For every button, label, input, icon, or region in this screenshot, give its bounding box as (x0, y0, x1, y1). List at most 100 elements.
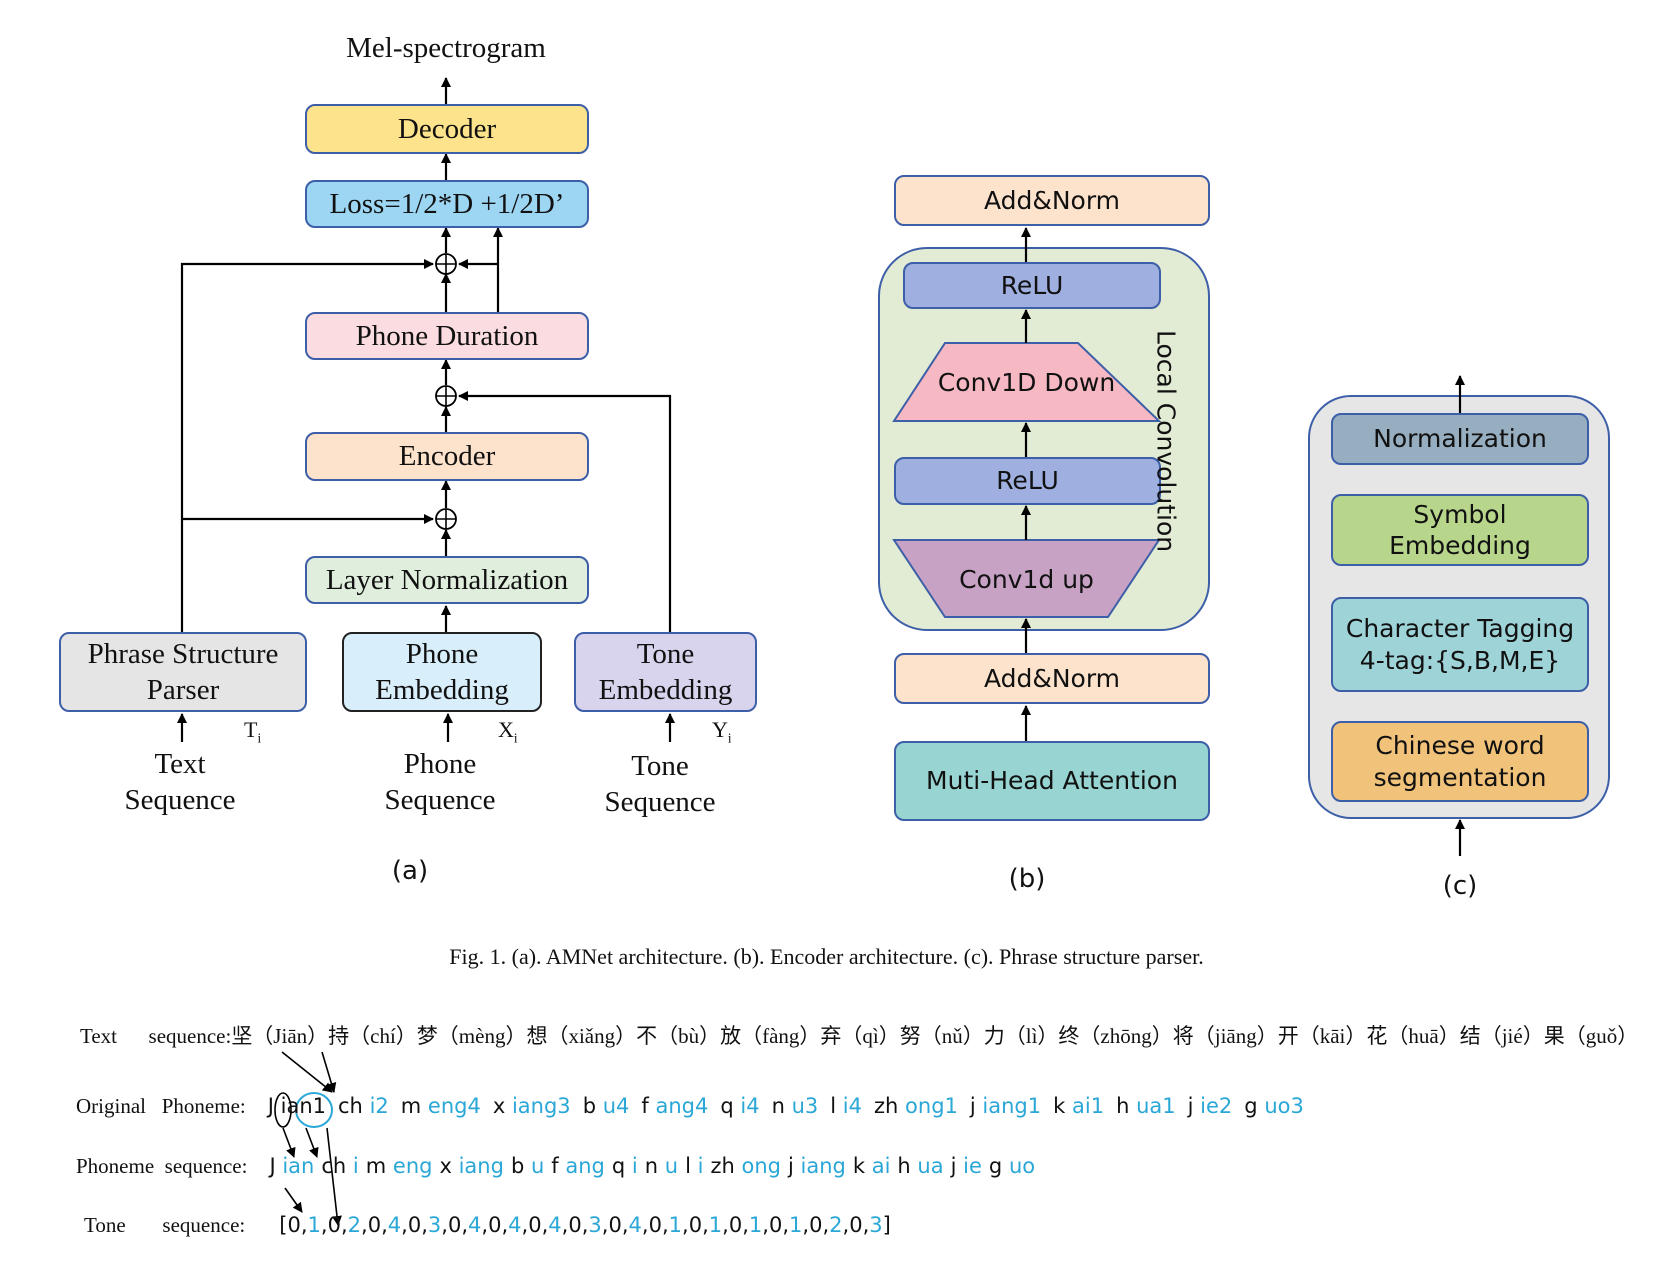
phoneme-token: l i (685, 1154, 703, 1178)
tone-sequence-label: Tone Sequence (570, 748, 750, 821)
phone-embedding-line-2: Embedding (375, 674, 509, 706)
tone-value: 4 (628, 1213, 642, 1237)
initial-part: j (950, 1154, 957, 1178)
initial-part: h (1116, 1094, 1130, 1118)
add-norm-bottom-block: Add&Norm (894, 653, 1210, 704)
final-part: iang3 (511, 1094, 571, 1118)
initial-part: l (830, 1094, 837, 1118)
symbol-embedding-line-1: Symbol (1413, 499, 1507, 529)
initial-part: l (685, 1154, 691, 1178)
comma: , (661, 1213, 669, 1237)
tone-value: 0 (488, 1213, 502, 1237)
tone-value: 2 (829, 1213, 843, 1237)
final-part: u (530, 1154, 545, 1178)
tone-value: 3 (427, 1213, 442, 1237)
final-part: ian (280, 1094, 313, 1118)
final-part: ian (282, 1154, 315, 1178)
phoneme-token: n u (645, 1154, 678, 1178)
conv-up-label: Conv1d up (959, 565, 1094, 594)
comma: , (461, 1213, 468, 1237)
final-part: ua1 (1136, 1094, 1176, 1118)
tone-value: 4 (548, 1213, 562, 1237)
phoneme-token: zh ong (710, 1154, 781, 1178)
phoneme-token: j iang (788, 1154, 846, 1178)
comma: , (702, 1213, 709, 1237)
final-part: uo (1008, 1154, 1036, 1178)
final-part: i (352, 1154, 359, 1178)
text-row-label: Text sequence: (80, 1024, 232, 1048)
tone-value: 2 (347, 1213, 361, 1237)
tone-value: 1 (307, 1213, 321, 1237)
final-part: iang (458, 1154, 504, 1178)
final-part: i (631, 1154, 638, 1178)
comma: , (782, 1213, 789, 1237)
final-part: uo3 (1264, 1094, 1304, 1118)
final-part: eng4 (427, 1094, 481, 1118)
tone-value: 0 (728, 1213, 743, 1237)
original-token: l i4 (830, 1094, 862, 1118)
word-segmentation-line-1: Chinese word (1375, 731, 1545, 761)
figure-caption: Fig. 1. (a). AMNet architecture. (b). En… (449, 944, 1204, 969)
comma: , (862, 1213, 870, 1237)
layer-normalization-block: Layer Normalization (305, 556, 589, 604)
phone-embedding-block: Phone Embedding (342, 632, 542, 712)
comma: , (340, 1213, 348, 1237)
initial-part: q (611, 1154, 626, 1178)
initial-part: k (1053, 1094, 1066, 1118)
final-part: iang (800, 1154, 846, 1178)
original-token: ch i2 (338, 1094, 389, 1118)
comma: , (822, 1213, 830, 1237)
initial-part: b (582, 1094, 597, 1118)
final-part: ie2 (1200, 1094, 1233, 1118)
var-t-label: Ti (244, 716, 261, 747)
phoneme-token: x iang (439, 1154, 503, 1178)
final-part: iang1 (982, 1094, 1042, 1118)
comma: , (381, 1213, 388, 1237)
tone-value: 0 (809, 1213, 823, 1237)
output-label: Mel-spectrogram (346, 32, 546, 64)
initial-part: ch (321, 1154, 347, 1178)
comma: , (742, 1213, 749, 1237)
original-token: m eng4 (401, 1094, 481, 1118)
var-x-label: Xi (498, 716, 518, 747)
tone-value: 0 (568, 1213, 582, 1237)
tone-value: 0 (768, 1213, 783, 1237)
phoneme-token: f ang (551, 1154, 605, 1178)
comma: , (561, 1213, 569, 1237)
initial-part: m (400, 1094, 422, 1118)
tone-value: 4 (508, 1213, 522, 1237)
final-part: ang (565, 1154, 605, 1178)
add-norm-top-block: Add&Norm (894, 175, 1210, 226)
tone-sequence-tokens: [0,1,0,2,0,4,0,3,0,4,0,4,0,4,0,3,0,4,0,1… (279, 1213, 891, 1237)
comma: , (641, 1213, 649, 1237)
comma: , (320, 1213, 328, 1237)
comma: , (722, 1213, 729, 1237)
text-sequence-row: Text sequence:坚（Jiān）持（chí）梦（mèng）想（xiǎn… (80, 1020, 1638, 1050)
original-token: g uo3 (1244, 1094, 1304, 1118)
character-tagging-block: Character Tagging 4-tag:{S,B,M,E} (1331, 597, 1589, 692)
tone-sequence-row: Tone sequence: [0,1,0,2,0,4,0,3,0,4,0,4,… (84, 1213, 891, 1238)
initial-part: g (988, 1154, 1003, 1178)
tone-value: 1 (748, 1213, 763, 1237)
conv-down-label: Conv1D Down (937, 368, 1116, 397)
phoneme-token: h ua (897, 1154, 943, 1178)
final-part: u (664, 1154, 679, 1178)
var-y-sub: i (727, 730, 732, 746)
final-part: u3 (791, 1094, 819, 1118)
tone-part: 1 (312, 1094, 327, 1118)
initial-part: q (720, 1094, 734, 1118)
original-token: h ua1 (1116, 1094, 1176, 1118)
comma: , (802, 1213, 810, 1237)
var-y-label: Yi (712, 716, 732, 747)
text-sequence-label: Text Sequence (90, 746, 270, 819)
initial-part: b (510, 1154, 525, 1178)
loss-block: Loss=1/2*D +1/2D’ (305, 180, 589, 228)
initial-part: j (969, 1094, 976, 1118)
highlight-initial (274, 1092, 292, 1128)
initial-part: m (365, 1154, 387, 1178)
tone-value: 4 (387, 1213, 402, 1237)
tone-value: 0 (367, 1213, 382, 1237)
